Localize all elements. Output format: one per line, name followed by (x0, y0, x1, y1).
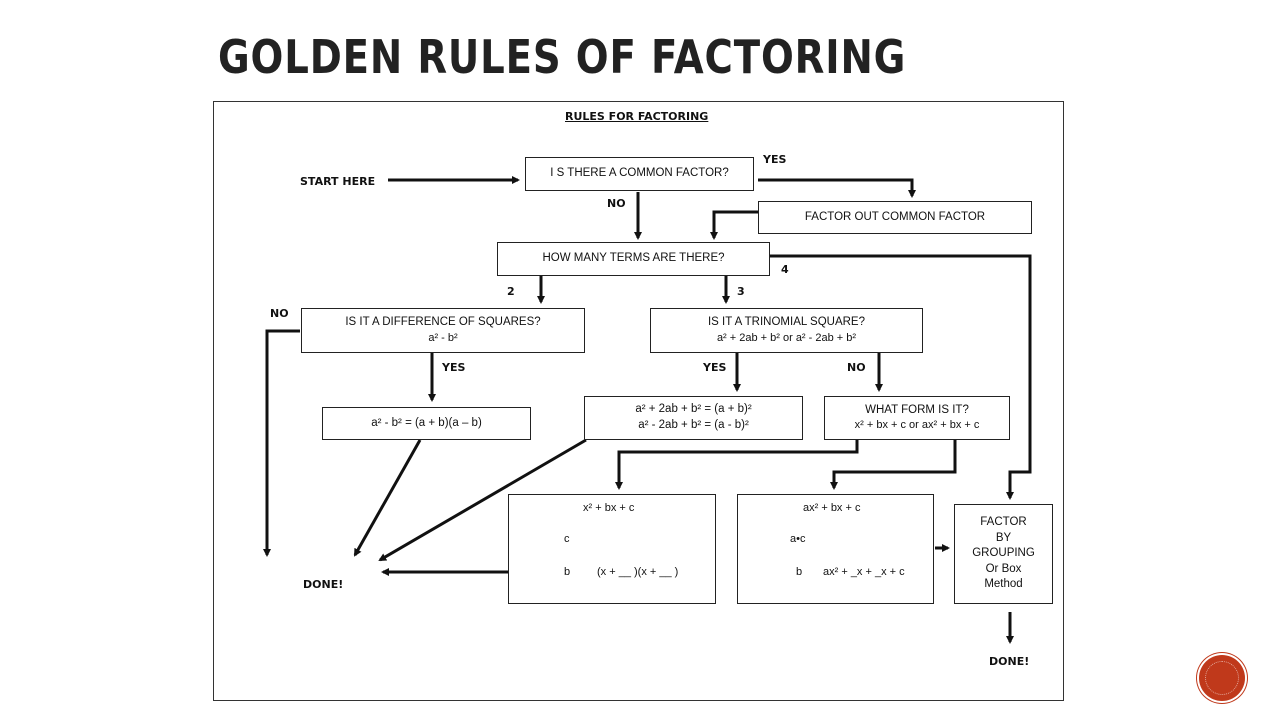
chart-heading: RULES FOR FACTORING (565, 110, 709, 123)
grouping-line-4: Or Box (985, 562, 1022, 575)
trinomial-square-text: IS IT A TRINOMIAL SQUARE? (707, 316, 865, 329)
grouping-line-5: Method (984, 578, 1023, 591)
done-label-right: DONE! (989, 655, 1030, 668)
slide-nav-button[interactable] (1199, 655, 1245, 701)
x-trinomial-title: x² + bx + c (583, 502, 635, 514)
factor-out-box: FACTOR OUT COMMON FACTOR (758, 201, 1032, 234)
difference-squares-box: IS IT A DIFFERENCE OF SQUARES? a² - b² (301, 308, 585, 353)
common-factor-question: I S THERE A COMMON FACTOR? (525, 157, 754, 191)
difference-result-text: a² - b² = (a + b)(a – b) (371, 416, 482, 429)
common-factor-text: I S THERE A COMMON FACTOR? (550, 167, 729, 180)
ax-diamond-top: a•c (790, 533, 806, 545)
trinomial-result-line-2: a² - 2ab + b² = (a - b)² (638, 419, 749, 431)
slide-title: GOLDEN RULES OF FACTORING (218, 30, 907, 84)
no-label-diff: NO (270, 307, 289, 320)
yes-label-diff: YES (442, 361, 466, 374)
what-form-expr: x² + bx + c or ax² + bx + c (854, 419, 980, 432)
how-many-terms-box: HOW MANY TERMS ARE THERE? (497, 242, 770, 276)
yes-label-common: YES (763, 153, 787, 166)
x-trinomial-box (508, 494, 716, 604)
x-diamond-bottom: b (564, 566, 571, 578)
ax-trinomial-box (737, 494, 934, 604)
grouping-line-2: BY (995, 531, 1012, 544)
difference-squares-text: IS IT A DIFFERENCE OF SQUARES? (345, 316, 541, 329)
grouping-box: FACTOR BY GROUPING Or Box Method (954, 504, 1053, 604)
difference-result-box: a² - b² = (a + b)(a – b) (322, 407, 531, 440)
terms-two-label: 2 (507, 285, 515, 298)
x-trinomial-answer: (x + __ )(x + __ ) (597, 566, 679, 578)
trinomial-square-expr: a² + 2ab + b² or a² - 2ab + b² (716, 331, 857, 344)
flowchart-frame (213, 101, 1064, 701)
trinomial-result-line-1: a² + 2ab + b² = (a + b)² (635, 403, 752, 416)
terms-three-label: 3 (737, 285, 745, 298)
ax-diamond-bottom: b (796, 566, 803, 578)
how-many-terms-text: HOW MANY TERMS ARE THERE? (542, 252, 725, 265)
trinomial-square-box: IS IT A TRINOMIAL SQUARE? a² + 2ab + b² … (650, 308, 923, 353)
grouping-line-1: FACTOR (980, 516, 1027, 529)
ax-trinomial-title: ax² + bx + c (803, 502, 861, 514)
what-form-box: WHAT FORM IS IT? x² + bx + c or ax² + bx… (824, 396, 1010, 440)
difference-squares-expr: a² - b² (428, 331, 458, 344)
what-form-text: WHAT FORM IS IT? (865, 403, 969, 416)
ax-trinomial-answer: ax² + _x + _x + c (823, 566, 905, 578)
grouping-line-3: GROUPING (972, 547, 1035, 560)
start-here-label: START HERE (300, 175, 376, 188)
no-label-trinomial: NO (847, 361, 866, 374)
x-diamond-top: c (564, 533, 570, 545)
no-label-common: NO (607, 197, 626, 210)
trinomial-result-box: a² + 2ab + b² = (a + b)² a² - 2ab + b² =… (584, 396, 803, 440)
yes-label-trinomial: YES (703, 361, 727, 374)
done-label-left: DONE! (303, 578, 344, 591)
factor-out-text: FACTOR OUT COMMON FACTOR (804, 210, 986, 223)
terms-four-label: 4 (781, 263, 789, 276)
